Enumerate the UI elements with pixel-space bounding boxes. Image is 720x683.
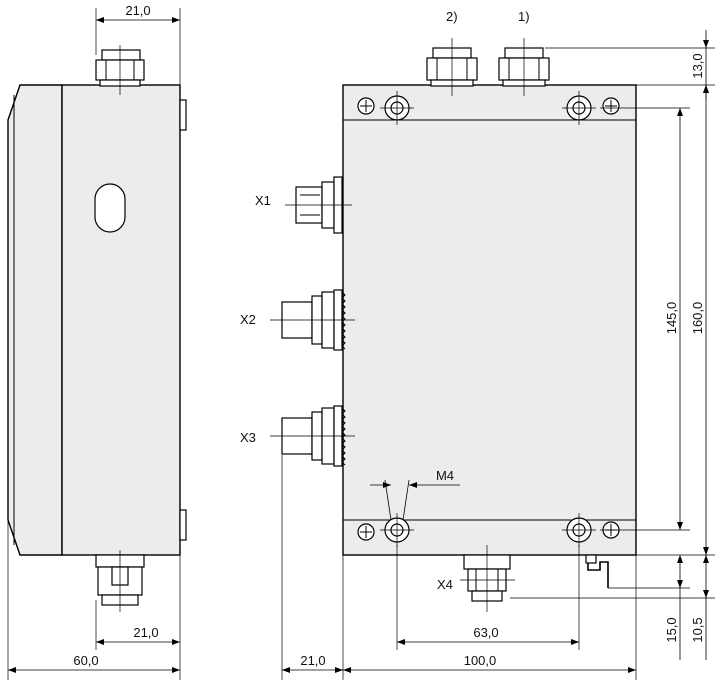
label-note-1: 1) bbox=[518, 9, 530, 24]
connector-labels: X1 X2 X3 X4 2) 1) bbox=[240, 9, 530, 592]
dim-side-top-21: 21,0 bbox=[125, 3, 150, 18]
dim-15: 15,0 bbox=[664, 617, 679, 642]
side-housing-body bbox=[61, 84, 181, 556]
front-top-connector-2 bbox=[426, 38, 478, 96]
screw-bottom-left bbox=[357, 523, 375, 541]
side-top-connector bbox=[95, 45, 145, 95]
screw-top-left bbox=[357, 97, 375, 115]
dim-front-100: 100,0 bbox=[464, 653, 497, 668]
ground-clip bbox=[585, 554, 609, 588]
dim-m4: M4 bbox=[436, 468, 454, 483]
mounting-hole-bottom-left bbox=[380, 513, 414, 547]
dim-63: 63,0 bbox=[473, 625, 498, 640]
side-housing-lid bbox=[7, 84, 63, 556]
side-view bbox=[7, 45, 187, 612]
connector-x1 bbox=[285, 176, 352, 234]
dim-side-bottom-21: 21,0 bbox=[133, 625, 158, 640]
screw-top-right bbox=[602, 97, 620, 115]
label-x2: X2 bbox=[240, 312, 256, 327]
dim-side-60: 60,0 bbox=[73, 653, 98, 668]
dim-front-21: 21,0 bbox=[300, 653, 325, 668]
dim-160: 160,0 bbox=[690, 302, 705, 335]
dimension-lines bbox=[7, 8, 715, 680]
mounting-hole-bottom-right bbox=[562, 513, 596, 547]
front-view bbox=[270, 38, 637, 612]
dimension-labels: 21,0 21,0 60,0 21,0 100,0 63,0 M4 13,0 1… bbox=[73, 3, 705, 668]
dim-145: 145,0 bbox=[664, 302, 679, 335]
front-mounting-plate bbox=[342, 84, 637, 556]
connector-x3 bbox=[270, 405, 355, 467]
connector-x4 bbox=[460, 545, 515, 612]
front-top-connector-1 bbox=[498, 38, 550, 96]
label-x4: X4 bbox=[437, 577, 453, 592]
dim-10-5: 10,5 bbox=[690, 617, 705, 642]
connector-x2 bbox=[270, 289, 355, 351]
mounting-hole-top-right bbox=[562, 91, 596, 125]
label-x3: X3 bbox=[240, 430, 256, 445]
side-oval-window bbox=[94, 183, 126, 233]
mounting-hole-top-left bbox=[380, 91, 414, 125]
label-x1: X1 bbox=[255, 193, 271, 208]
dim-13: 13,0 bbox=[690, 53, 705, 78]
side-bottom-connector bbox=[95, 550, 145, 612]
label-note-2: 2) bbox=[446, 9, 458, 24]
